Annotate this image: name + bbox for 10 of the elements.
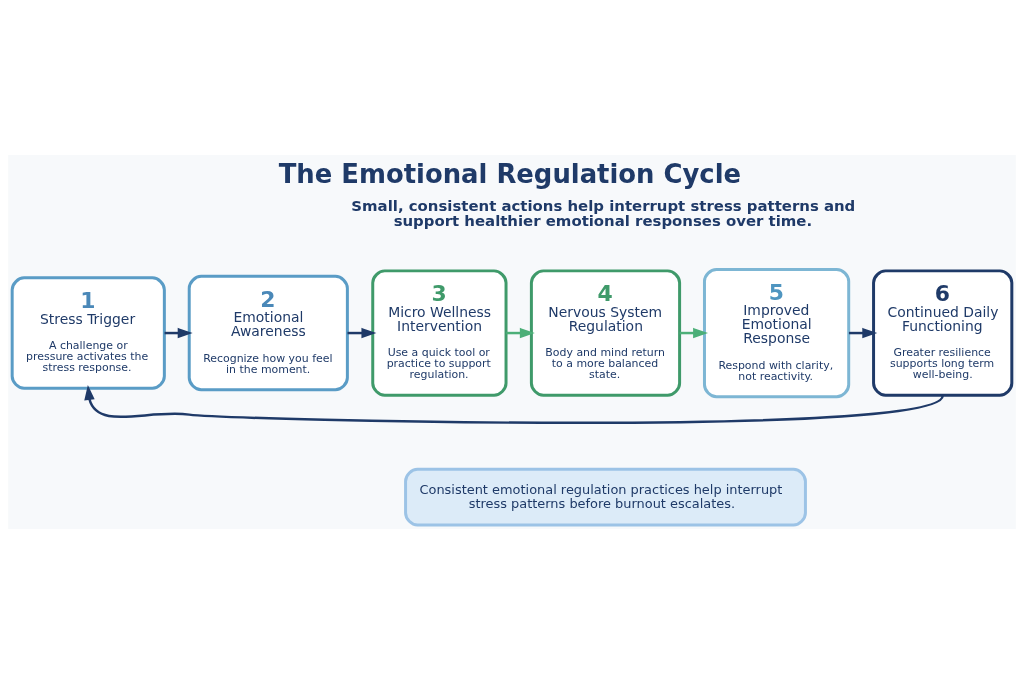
diagram-title: The Emotional Regulation Cycle bbox=[278, 158, 742, 189]
node-box: 4 Nervous System Regulation Body and mind return to a more balanced state. bbox=[529, 268, 682, 397]
node-box: Consistent emotional regulation practices help interrupt stress patterns before burnout escalates. bbox=[404, 467, 807, 526]
node-box: 2 Emotional Awareness Recognize how you feel in the moment. bbox=[187, 274, 349, 391]
arrow bbox=[84, 384, 944, 424]
node-box: 5 Improved Emotional Response Respond with clarity, not reactivity. bbox=[703, 267, 851, 398]
node-box: 1 Stress Trigger A challenge or pressure activates the stress response. bbox=[10, 275, 166, 390]
node-box: 3 Micro Wellness Intervention Use a quick tool or practice to support regulation. bbox=[371, 268, 508, 397]
label: Small, consistent actions help interrupt stress patterns and support healthier emotional responses over time. bbox=[351, 196, 856, 230]
node-box: 6 Continued Daily Functioning Greater resilience supports long term well-being. bbox=[872, 268, 1014, 397]
